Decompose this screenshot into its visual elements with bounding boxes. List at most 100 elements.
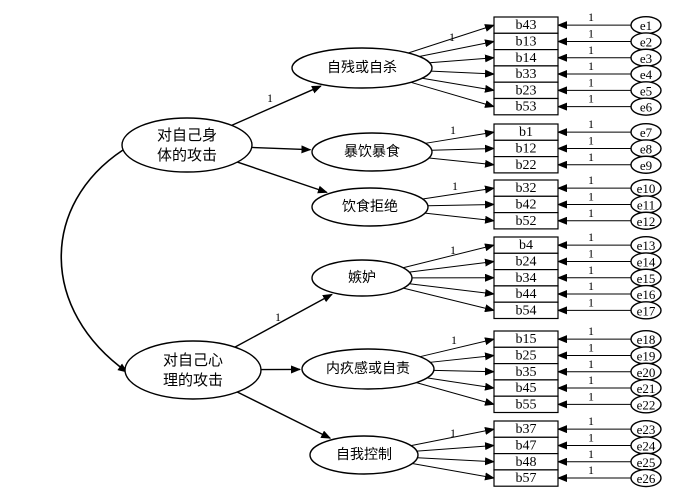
indicator-box: b14 [493, 48, 559, 67]
indicator-box: b52 [493, 212, 559, 230]
error-term: e4 [630, 64, 662, 84]
indicator-box: b23 [493, 81, 559, 100]
first-order-label: 嫉妒 [348, 270, 376, 286]
error-label: e13 [637, 238, 656, 253]
loading-arrow [430, 352, 495, 363]
error-label: e10 [637, 181, 656, 196]
loading-arrow [410, 426, 495, 447]
error-term: e23 [630, 419, 662, 439]
indicator-box: b24 [493, 252, 559, 271]
error-term: e19 [630, 346, 662, 365]
first-order-factor: 内疚感或自责 [301, 348, 435, 390]
loading-arrow [417, 457, 495, 466]
first-order-factor: 暴饮暴食 [311, 132, 433, 172]
error-ellipse [630, 301, 662, 320]
structural-path-arrow [234, 293, 333, 348]
indicator-label: b54 [516, 303, 537, 318]
indicator-rect [493, 469, 559, 487]
first-order-label: 自残或自杀 [327, 60, 397, 76]
second-order-label-line: 对自己身 [157, 126, 217, 144]
indicator-box: b12 [493, 139, 559, 158]
loading-arrow [429, 54, 495, 64]
first-order-ellipse [291, 47, 433, 89]
error-term: e2 [630, 32, 662, 51]
error-label: e14 [637, 254, 656, 269]
error-label: e22 [637, 397, 656, 412]
first-order-ellipse [311, 132, 433, 172]
indicator-label: b1 [519, 125, 533, 140]
error-path-label: 1 [588, 173, 594, 187]
first-order-factor: 自残或自杀 [291, 47, 433, 89]
error-term: e14 [630, 252, 662, 271]
indicator-label: b13 [516, 34, 537, 49]
indicator-label: b37 [516, 422, 537, 437]
indicator-rect [493, 212, 559, 230]
indicator-box: b55 [493, 395, 559, 414]
error-label: e20 [637, 365, 656, 380]
error-label: e25 [637, 455, 656, 470]
structural-path-arrow [236, 391, 332, 439]
error-term: e16 [630, 284, 662, 304]
first-order-factor: 嫉妒 [311, 259, 413, 297]
loading-arrow [427, 200, 495, 209]
error-term: e20 [630, 362, 662, 381]
loading-arrow [410, 81, 495, 108]
loading-arrow [433, 367, 495, 376]
structural-path-arrow [237, 161, 328, 194]
indicator-label: b34 [516, 271, 537, 286]
fixed-loading-label: 1 [452, 179, 458, 193]
loading-arrow [425, 129, 495, 144]
error-term: e17 [630, 301, 662, 320]
indicator-label: b32 [516, 181, 537, 196]
indicator-label: b45 [516, 381, 537, 396]
error-label: e5 [640, 83, 652, 98]
error-label: e3 [640, 51, 652, 66]
indicator-box: b4 [493, 236, 559, 254]
error-path-label: 1 [588, 59, 594, 73]
error-path-label: 1 [588, 373, 594, 387]
indicator-box: b37 [493, 420, 559, 438]
first-order-ellipse [309, 435, 419, 475]
error-label: e19 [637, 348, 656, 363]
error-path-label: 1 [588, 206, 594, 220]
error-term: e5 [630, 81, 662, 100]
error-path-label: 1 [588, 133, 594, 147]
error-term: e15 [630, 268, 662, 287]
first-order-label: 自我控制 [336, 447, 392, 463]
error-term: e6 [630, 97, 662, 116]
error-term: e7 [630, 122, 662, 142]
indicator-label: b53 [516, 100, 537, 115]
indicator-label: b15 [516, 332, 537, 347]
indicator-rect [493, 301, 559, 320]
error-label: e4 [640, 67, 653, 82]
loading-arrow [408, 24, 495, 54]
fixed-loading-label: 1 [451, 333, 457, 347]
error-term: e25 [630, 452, 662, 471]
error-term: e3 [630, 48, 662, 67]
error-ellipse [630, 468, 662, 488]
structural-path-arrow [231, 85, 322, 127]
loading-arrow [422, 185, 495, 200]
loading-arrow [419, 337, 495, 358]
error-path-label: 1 [588, 324, 594, 338]
error-term: e1 [630, 15, 662, 35]
fixed-loading-label: 1 [450, 243, 456, 257]
loading-arrow [416, 442, 495, 452]
second-order-ellipse [121, 117, 253, 173]
indicator-label: b48 [516, 455, 537, 470]
indicator-box: b34 [493, 269, 559, 287]
indicator-label: b55 [516, 397, 537, 412]
error-path-label: 1 [588, 357, 594, 371]
error-path-label: 1 [588, 263, 594, 277]
indicator-label: b22 [516, 158, 537, 173]
error-path-label: 1 [588, 463, 594, 477]
loading-arrow [428, 157, 495, 168]
error-label: e26 [637, 471, 656, 486]
correlation-arrow [60, 141, 133, 373]
structural-path-label: 1 [275, 310, 281, 324]
error-path-label: 1 [588, 150, 594, 164]
second-order-ellipse [124, 340, 262, 400]
error-path-label: 1 [588, 389, 594, 403]
error-label: e12 [637, 214, 656, 229]
